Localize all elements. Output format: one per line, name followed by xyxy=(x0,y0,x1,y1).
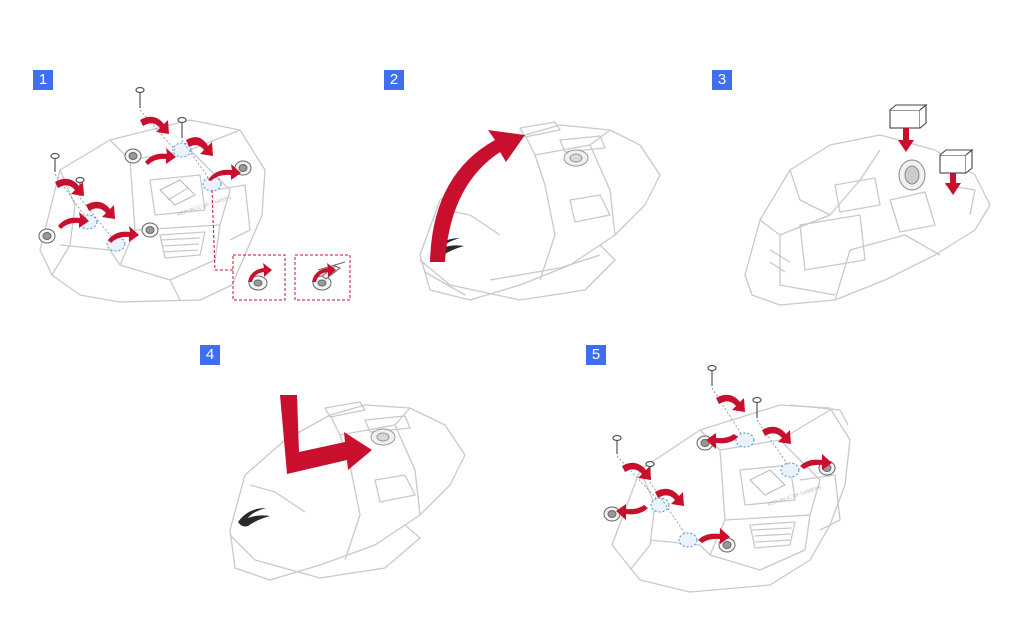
logo-text-5: REPUBLIC OF GAMERS xyxy=(767,485,823,508)
screw-holes-5 xyxy=(650,432,800,548)
lift-arrow-2 xyxy=(430,130,525,262)
mouse-feet-5 xyxy=(603,435,836,553)
removal-arrows-1 xyxy=(55,116,241,243)
callout-arrows xyxy=(248,263,336,282)
scroll-wheel-4 xyxy=(370,428,396,446)
screws-5 xyxy=(612,364,762,480)
mouse-bottom-outline-5 xyxy=(611,404,851,593)
switch-modules-3 xyxy=(889,103,974,174)
attach-arrow-4 xyxy=(280,395,372,474)
rog-logo-4 xyxy=(238,508,270,527)
screw-guide-lines-5 xyxy=(616,387,789,536)
step-4-badge: 4 xyxy=(200,345,220,365)
step-3-badge: 3 xyxy=(712,70,732,90)
step-5-badge: 5 xyxy=(586,345,606,365)
step-1-badge: 1 xyxy=(33,70,53,90)
switch-insert-arrows-3 xyxy=(898,128,961,195)
scroll-wheel-3 xyxy=(898,159,926,191)
foot-removal-callouts xyxy=(211,189,351,301)
step-2-badge: 2 xyxy=(384,70,404,90)
scroll-wheel-2 xyxy=(563,149,589,167)
screws-1 xyxy=(50,86,187,196)
mouse-feet-1 xyxy=(38,148,252,244)
fastening-arrows-5 xyxy=(616,394,832,544)
